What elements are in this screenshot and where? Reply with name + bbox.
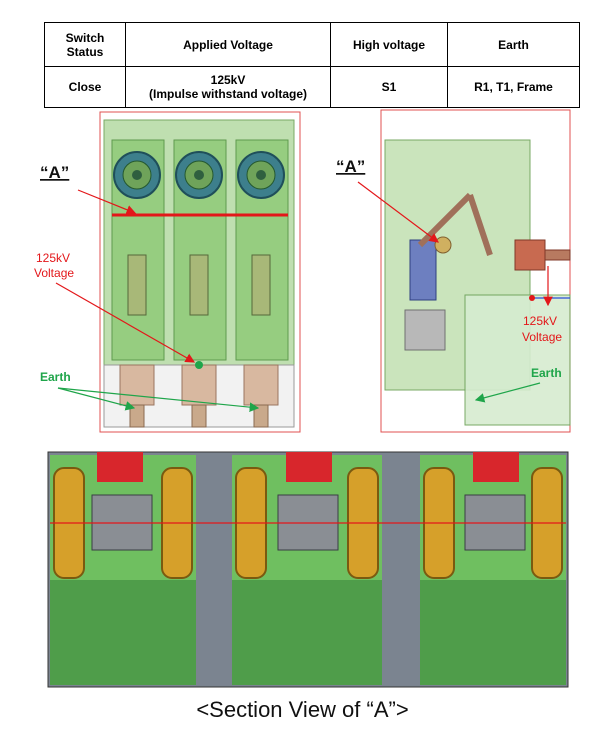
side-rear-compartment <box>464 294 571 426</box>
front-label-a-arrow <box>77 189 137 215</box>
side-label-a: “A” <box>336 157 365 176</box>
section-cell-3 <box>420 452 566 685</box>
cell-high-voltage: S1 <box>330 66 448 108</box>
table-row: Close 125kV (Impulse withstand voltage) … <box>44 66 580 108</box>
side-cable-head <box>544 249 571 261</box>
front-voltage-arrow <box>55 282 196 363</box>
header-earth: Earth <box>447 22 580 67</box>
header-applied-voltage: Applied Voltage <box>125 22 331 67</box>
header-switch-status: Switch Status <box>44 22 126 67</box>
side-linkage-1 <box>417 192 473 248</box>
front-earth-label: Earth <box>40 370 71 384</box>
front-earth-arrow-1 <box>57 387 136 411</box>
applied-voltage-value: 125kV <box>210 73 246 87</box>
section-cell-1 <box>50 452 196 685</box>
side-label-a-arrow <box>357 181 439 243</box>
phase-unit-1 <box>111 139 165 428</box>
front-voltage-label-line1: 125kV <box>36 251 70 265</box>
front-label-a: “A” <box>40 163 69 182</box>
voltage-point-marker <box>195 361 203 369</box>
test-condition-table: Switch Status Applied Voltage High volta… <box>44 22 580 108</box>
side-linkage-2 <box>467 194 493 256</box>
header-high-voltage: High voltage <box>330 22 448 67</box>
side-voltage-point <box>529 295 535 301</box>
side-earth-arrow <box>474 382 541 403</box>
side-voltage-label-line1: 125kV <box>523 314 557 328</box>
side-contact-a <box>434 236 452 254</box>
side-earth-label: Earth <box>531 366 562 380</box>
side-mechanism <box>404 309 446 351</box>
phase-unit-3 <box>235 139 289 428</box>
applied-voltage-note: (Impulse withstand voltage) <box>148 87 307 101</box>
side-bushing <box>514 239 546 271</box>
section-cell-2 <box>232 452 382 685</box>
cell-applied-voltage: 125kV (Impulse withstand voltage) <box>125 66 331 108</box>
front-earth-arrow-2 <box>57 387 260 412</box>
front-view: “A” 125kV Voltage Earth <box>34 111 301 433</box>
section-view-caption: <Section View of “A”> <box>196 697 409 722</box>
side-insulator <box>409 239 437 301</box>
front-voltage-label-line2: Voltage <box>34 266 74 280</box>
section-view <box>47 451 569 688</box>
side-voltage-label-line2: Voltage <box>522 330 562 344</box>
table-header-row: Switch Status Applied Voltage High volta… <box>44 22 580 67</box>
side-view: “A” 125kV Voltage Earth <box>336 109 571 433</box>
cell-earth: R1, T1, Frame <box>447 66 580 108</box>
phase-unit-2 <box>173 139 227 428</box>
